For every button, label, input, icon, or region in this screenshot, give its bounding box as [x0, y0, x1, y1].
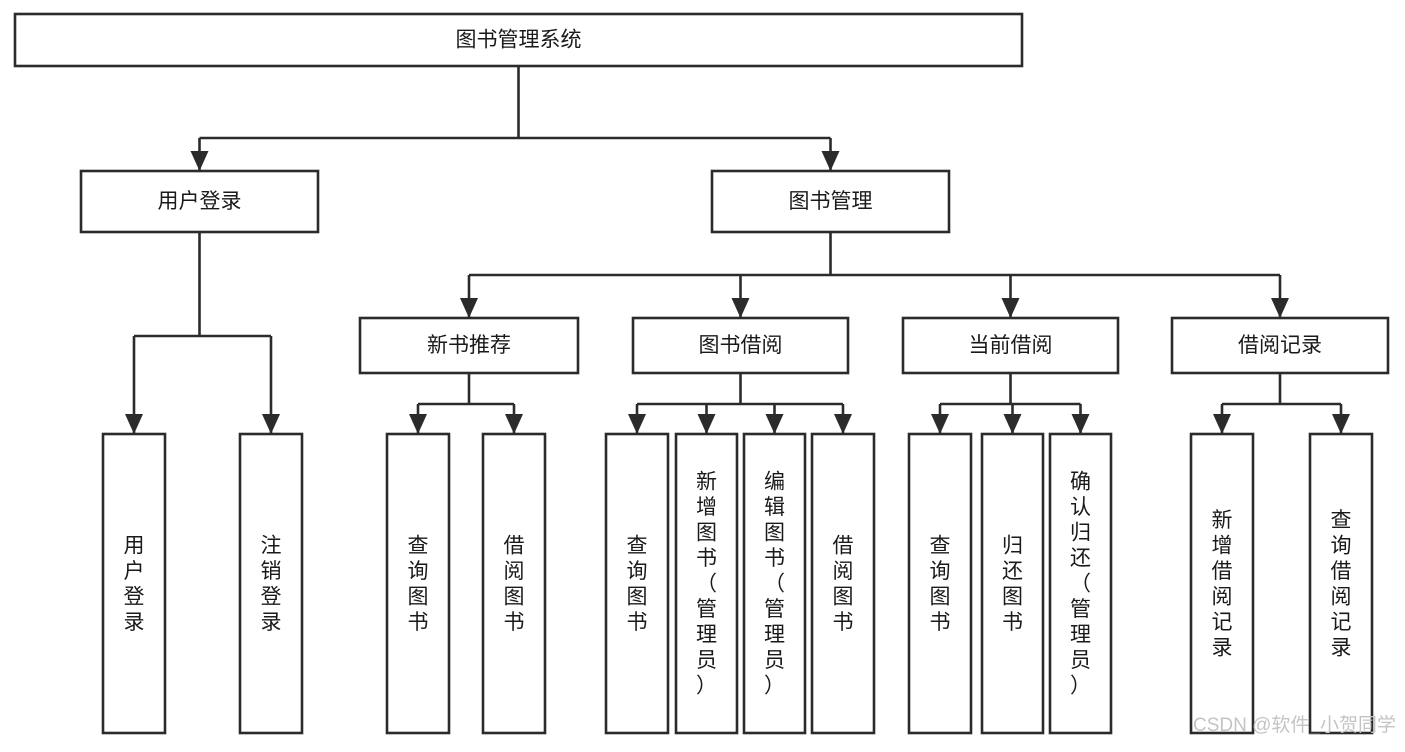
- node-box-leaf-edit-book-admin: [742, 432, 807, 735]
- node-leaf-query-book-borrow[interactable]: 查询图书: [604, 432, 670, 735]
- node-new-book-recommend[interactable]: 新书推荐: [358, 316, 580, 375]
- node-label-leaf-return-book: 归还图书: [1002, 534, 1023, 634]
- node-leaf-borrow-book[interactable]: 借阅图书: [810, 432, 876, 735]
- nodes-layer: 图书管理系统用户登录图书管理新书推荐图书借阅当前借阅借阅记录用户登录注销登录查询…: [13, 12, 1390, 735]
- node-label-user-login: 用户登录: [158, 190, 242, 213]
- node-label-leaf-user-logout: 注销登录: [261, 534, 282, 634]
- node-leaf-borrow-book-rec[interactable]: 借阅图书: [481, 432, 547, 735]
- node-label-leaf-query-book-cur: 查询图书: [930, 534, 951, 634]
- node-leaf-confirm-return-admin[interactable]: 确认归还（管理员）: [1048, 432, 1113, 735]
- node-label-book-borrow: 图书借阅: [699, 334, 783, 357]
- node-box-current-borrow: [901, 316, 1120, 375]
- node-box-leaf-query-book-rec: [385, 432, 451, 735]
- node-label-leaf-borrow-book: 借阅图书: [833, 534, 854, 634]
- node-label-borrow-record: 借阅记录: [1238, 334, 1322, 357]
- node-label-leaf-add-borrow-record: 新增借阅记录: [1212, 509, 1233, 660]
- node-box-root: [13, 12, 1024, 68]
- node-label-leaf-confirm-return-admin: 确认归还（管理员）: [1070, 471, 1091, 698]
- node-label-leaf-user-login: 用户登录: [124, 534, 145, 634]
- node-leaf-add-borrow-record[interactable]: 新增借阅记录: [1189, 432, 1255, 735]
- node-box-leaf-query-borrow-record: [1308, 432, 1374, 735]
- node-book-borrow[interactable]: 图书借阅: [631, 316, 850, 375]
- connectors-layer: [125, 66, 1350, 434]
- node-leaf-query-borrow-record[interactable]: 查询借阅记录: [1308, 432, 1374, 735]
- node-box-leaf-borrow-book-rec: [481, 432, 547, 735]
- node-box-leaf-user-logout: [238, 432, 304, 735]
- node-label-leaf-edit-book-admin: 编辑图书（管理员）: [764, 471, 785, 698]
- node-box-leaf-borrow-book: [810, 432, 876, 735]
- node-box-leaf-user-login: [101, 432, 167, 735]
- node-box-leaf-add-borrow-record: [1189, 432, 1255, 735]
- node-leaf-query-book-cur[interactable]: 查询图书: [907, 432, 973, 735]
- node-book-manage[interactable]: 图书管理: [710, 169, 951, 234]
- node-box-user-login: [79, 169, 320, 234]
- node-root[interactable]: 图书管理系统: [13, 12, 1024, 68]
- node-user-login[interactable]: 用户登录: [79, 169, 320, 234]
- node-box-book-manage: [710, 169, 951, 234]
- node-box-leaf-return-book: [980, 432, 1045, 735]
- node-leaf-return-book[interactable]: 归还图书: [980, 432, 1045, 735]
- node-box-borrow-record: [1170, 316, 1390, 375]
- csdn-watermark: CSDN @软件_小贺同学: [1193, 714, 1396, 736]
- node-box-leaf-query-book-cur: [907, 432, 973, 735]
- node-box-new-book-recommend: [358, 316, 580, 375]
- node-label-leaf-query-book-borrow: 查询图书: [627, 534, 648, 634]
- node-label-leaf-query-borrow-record: 查询借阅记录: [1331, 509, 1352, 660]
- node-label-current-borrow: 当前借阅: [969, 334, 1053, 357]
- node-box-book-borrow: [631, 316, 850, 375]
- node-leaf-user-login[interactable]: 用户登录: [101, 432, 167, 735]
- node-leaf-user-logout[interactable]: 注销登录: [238, 432, 304, 735]
- node-label-root: 图书管理系统: [456, 29, 582, 52]
- node-label-leaf-borrow-book-rec: 借阅图书: [504, 534, 525, 634]
- node-label-book-manage: 图书管理: [789, 190, 873, 213]
- node-box-leaf-add-book-admin: [674, 432, 739, 735]
- node-box-leaf-query-book-borrow: [604, 432, 670, 735]
- node-leaf-edit-book-admin[interactable]: 编辑图书（管理员）: [742, 432, 807, 735]
- node-leaf-query-book-rec[interactable]: 查询图书: [385, 432, 451, 735]
- node-box-leaf-confirm-return-admin: [1048, 432, 1113, 735]
- node-label-leaf-add-book-admin: 新增图书（管理员）: [696, 471, 717, 698]
- node-label-leaf-query-book-rec: 查询图书: [408, 534, 429, 634]
- node-borrow-record[interactable]: 借阅记录: [1170, 316, 1390, 375]
- node-leaf-add-book-admin[interactable]: 新增图书（管理员）: [674, 432, 739, 735]
- node-current-borrow[interactable]: 当前借阅: [901, 316, 1120, 375]
- node-label-new-book-recommend: 新书推荐: [427, 334, 511, 357]
